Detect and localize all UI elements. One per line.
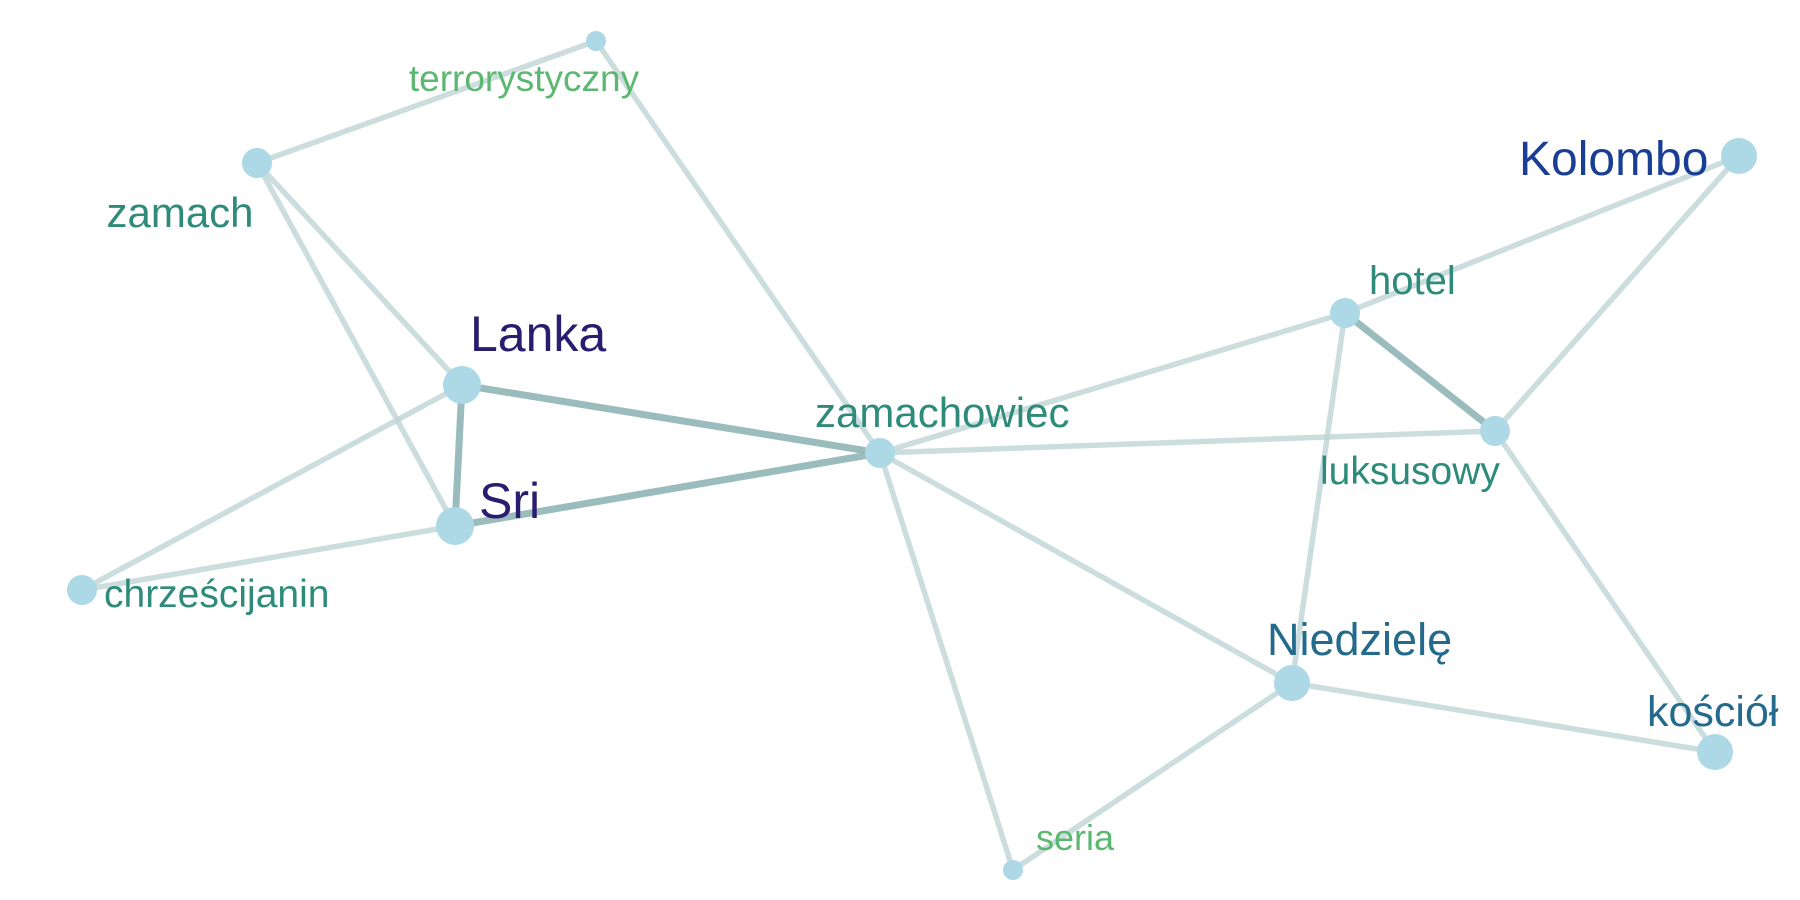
node-label-seria: seria: [1036, 817, 1115, 858]
node-zamach[interactable]: [242, 148, 272, 178]
edge-hotel-luksusowy: [1341, 309, 1499, 435]
edge-Lanka-zamachowiec: [458, 381, 884, 457]
edge-Sri-zamachowiec: [451, 449, 884, 530]
node-hotel[interactable]: [1330, 298, 1360, 328]
edge-Niedziele-kosciol: [1289, 680, 1718, 755]
edge-Niedziele-seria: [1010, 680, 1295, 873]
node-label-Kolombo: Kolombo: [1519, 133, 1708, 186]
node-label-Niedziele: Niedzielę: [1267, 614, 1452, 665]
edge-Lanka-Sri: [451, 381, 466, 530]
node-Kolombo[interactable]: [1721, 138, 1757, 174]
node-Lanka[interactable]: [443, 366, 481, 404]
edge-zamach-Lanka: [254, 160, 465, 388]
node-layer: [67, 31, 1757, 880]
node-label-luksusowy: luksusowy: [1320, 450, 1500, 493]
node-label-kosciol: kościół: [1647, 688, 1779, 736]
edge-terrorystyczny-zamach: [254, 38, 599, 166]
node-seria[interactable]: [1003, 860, 1023, 880]
node-chrzescijanin[interactable]: [67, 575, 97, 605]
node-label-hotel: hotel: [1369, 259, 1456, 303]
edge-terrorystyczny-zamachowiec: [593, 38, 883, 456]
edge-zamachowiec-luksusowy: [877, 428, 1498, 456]
edge-luksusowy-kosciol: [1492, 428, 1718, 755]
node-label-chrzescijanin: chrześcijanin: [104, 573, 329, 616]
edge-zamach-Sri: [254, 160, 458, 529]
edge-hotel-Niedziele: [1289, 310, 1348, 686]
node-kosciol[interactable]: [1697, 734, 1733, 770]
node-label-zamachowiec: zamachowiec: [815, 389, 1069, 436]
node-label-Lanka: Lanka: [470, 306, 606, 362]
edge-hotel-Kolombo: [1342, 153, 1742, 316]
edge-zamachowiec-hotel: [877, 310, 1348, 456]
node-Niedziele[interactable]: [1274, 665, 1310, 701]
edge-Lanka-chrzescijanin: [79, 382, 465, 593]
edge-layer: [79, 38, 1742, 873]
edge-zamachowiec-seria: [877, 450, 1016, 873]
node-label-terrorystyczny: terrorystyczny: [409, 58, 640, 99]
node-label-Sri: Sri: [479, 473, 540, 529]
node-luksusowy[interactable]: [1480, 416, 1510, 446]
node-terrorystyczny[interactable]: [586, 31, 606, 51]
node-Sri[interactable]: [436, 507, 474, 545]
node-zamachowiec[interactable]: [865, 438, 895, 468]
node-label-zamach: zamach: [106, 189, 253, 236]
edge-Sri-chrzescijanin: [79, 523, 458, 593]
edge-Kolombo-luksusowy: [1492, 153, 1742, 434]
edge-zamachowiec-Niedziele: [877, 450, 1295, 686]
